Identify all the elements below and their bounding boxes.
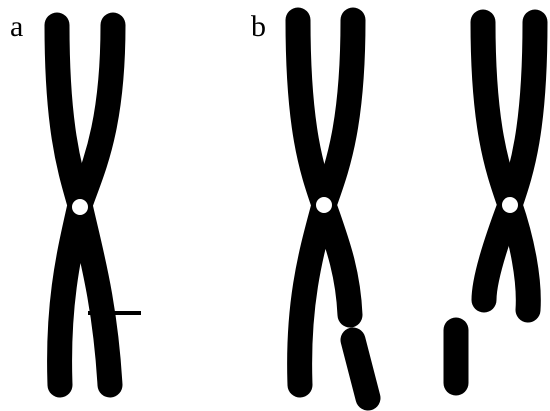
centromere-b2 — [500, 195, 520, 215]
chromatid-b1-right — [324, 20, 353, 315]
broken-fragment-b1 — [353, 340, 368, 398]
centromere-b1 — [314, 195, 334, 215]
chromosome-b2 — [456, 22, 535, 383]
centromere-a — [70, 197, 90, 217]
chromosome-a — [57, 25, 139, 385]
chromosome-b1 — [298, 20, 368, 398]
chromatid-b2-right — [510, 22, 535, 310]
chromatid-b2-left — [483, 22, 510, 300]
